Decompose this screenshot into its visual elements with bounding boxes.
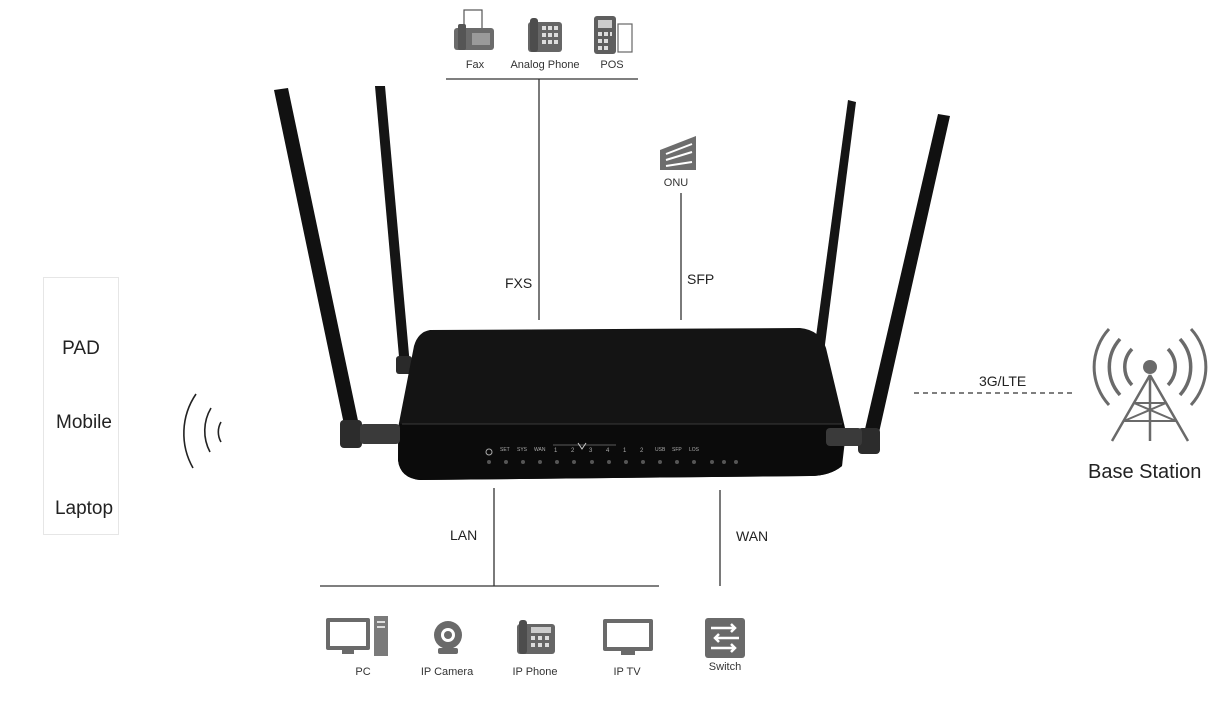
lan-label: LAN — [450, 527, 478, 543]
led-label-phone2: 2 — [640, 448, 644, 454]
base-station-label: Base Station — [1088, 461, 1202, 483]
pad-label: PAD — [62, 338, 100, 359]
lte-label: 3G/LTE — [979, 373, 1027, 389]
wireless-clients-panel — [43, 277, 119, 535]
ip-phone-label: IP Phone — [512, 666, 558, 678]
onu-label: ONU — [663, 177, 689, 189]
router-led-panel — [485, 442, 738, 464]
analog-phone-label: Analog Phone — [510, 59, 580, 71]
router-body — [398, 328, 846, 480]
pos-label: POS — [600, 59, 624, 71]
led-label-lan2: 2 — [571, 448, 575, 454]
fxs-label: FXS — [505, 275, 533, 291]
wan-label: WAN — [736, 528, 769, 544]
led-label-sfp: SFP — [672, 447, 682, 453]
fax-icon — [454, 9, 494, 50]
sfp-label: SFP — [687, 271, 715, 287]
mobile-label: Mobile — [56, 412, 112, 433]
fax-label: Fax — [465, 59, 485, 71]
onu-icon — [660, 136, 696, 170]
switch-icon — [705, 618, 745, 658]
antenna-right-front — [826, 114, 950, 454]
led-label-lan1: 1 — [554, 448, 558, 454]
wifi-signal-icon — [183, 393, 222, 469]
cell-tower-icon — [1092, 327, 1208, 442]
ip-camera-label: IP Camera — [420, 666, 474, 678]
laptop-label: Laptop — [54, 498, 114, 519]
antenna-left-front — [274, 88, 400, 448]
led-label-usb: USB — [655, 447, 666, 453]
antenna-left-back — [375, 86, 412, 374]
ip-tv-label: IP TV — [613, 666, 641, 678]
led-label-los: LOS — [689, 447, 700, 453]
led-label-set: SET — [500, 447, 510, 453]
pc-label: PC — [355, 666, 371, 678]
analog-phone-icon — [528, 18, 562, 52]
ip-camera-icon — [434, 621, 462, 654]
pos-terminal-icon — [594, 16, 633, 54]
tv-icon — [603, 619, 653, 655]
led-label-lan4: 4 — [606, 448, 610, 454]
switch-label: Switch — [708, 661, 742, 673]
led-label-sys: SYS — [517, 447, 528, 453]
ip-phone-icon — [517, 620, 555, 654]
pc-icon — [326, 616, 388, 656]
led-label-phone1: 1 — [623, 448, 627, 454]
led-label-wan: WAN — [534, 447, 546, 453]
led-label-lan3: 3 — [589, 448, 593, 454]
